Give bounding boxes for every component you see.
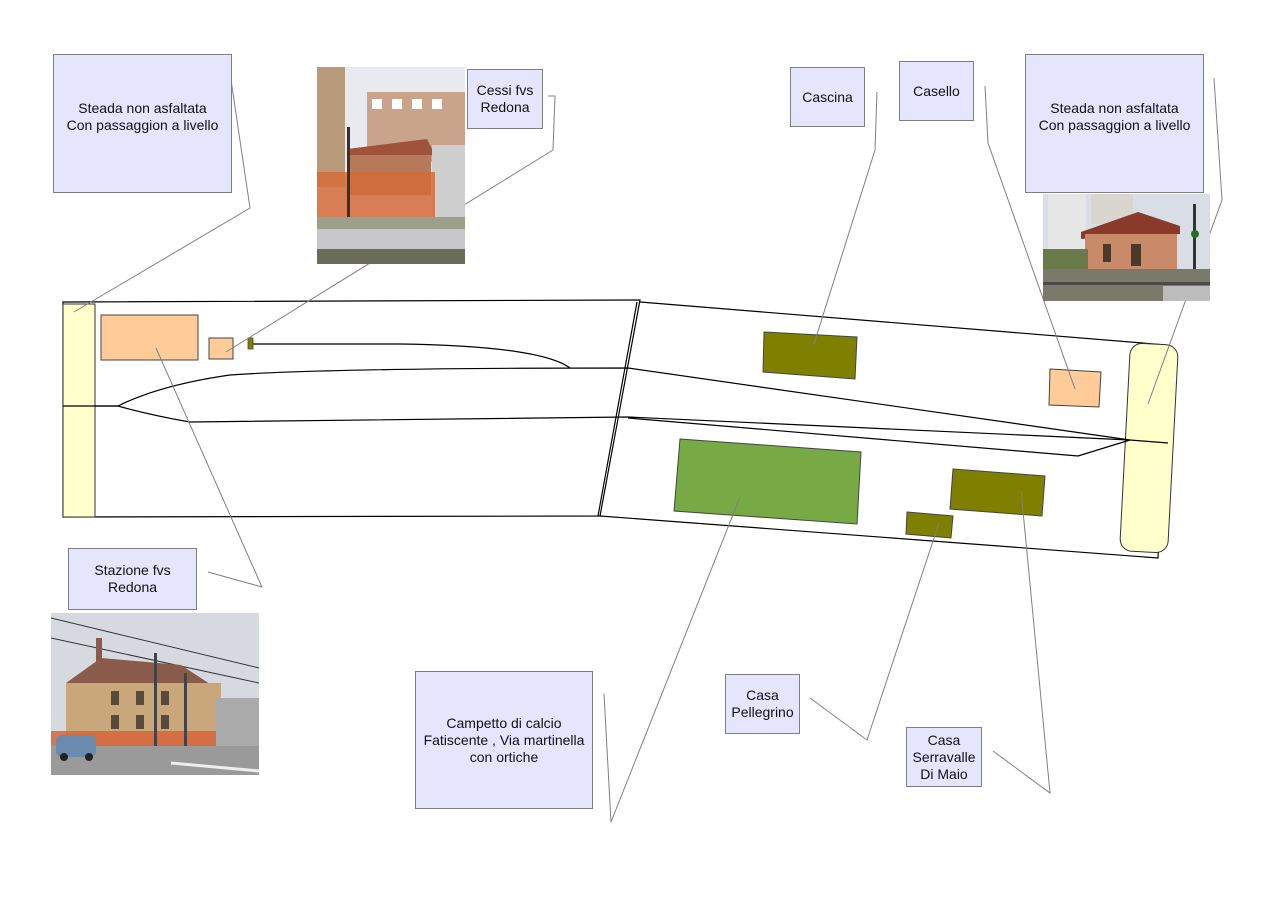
right-area-outline xyxy=(599,301,1168,559)
label-pellegrino: Casa Pellegrino xyxy=(725,674,800,734)
cessi-building xyxy=(208,337,234,360)
stazione-photo xyxy=(51,613,259,775)
leader-campetto xyxy=(603,496,741,823)
siding-track xyxy=(252,343,571,369)
cessi-photo xyxy=(317,67,465,264)
label-steada-left: Steada non asfaltata Con passaggion a li… xyxy=(53,54,232,193)
leader-pellegrino xyxy=(809,522,940,741)
left-road-strip xyxy=(62,303,96,518)
leader-stazione xyxy=(155,347,263,588)
label-serravalle: Casa Serravalle Di Maio xyxy=(906,727,982,787)
leader-steada-right xyxy=(1147,77,1223,405)
leader-steada-left xyxy=(73,79,251,313)
leader-serravalle xyxy=(992,489,1051,795)
serravalle-building xyxy=(949,468,1046,517)
pellegrino-building xyxy=(905,511,954,539)
stazione-building xyxy=(100,314,199,361)
track-upper xyxy=(95,367,1169,444)
label-cessi: Cessi fvs Redona xyxy=(467,69,543,129)
leader-casello xyxy=(984,85,1076,390)
right-road-strip xyxy=(1119,342,1179,554)
label-casello: Casello xyxy=(899,61,974,121)
campetto-field xyxy=(673,438,862,525)
label-campetto: Campetto di calcio Fatiscente , Via mart… xyxy=(415,671,593,809)
label-stazione: Stazione fvs Redona xyxy=(68,548,197,610)
track-lower xyxy=(95,405,1131,457)
label-cascina: Cascina xyxy=(790,67,865,127)
label-steada-right: Steada non asfaltata Con passaggion a li… xyxy=(1025,54,1204,193)
area-divider xyxy=(597,301,638,517)
cascina-building xyxy=(762,331,858,380)
siding-buffer xyxy=(247,337,254,350)
leader-cascina xyxy=(813,91,878,345)
casello-photo xyxy=(1043,194,1210,301)
